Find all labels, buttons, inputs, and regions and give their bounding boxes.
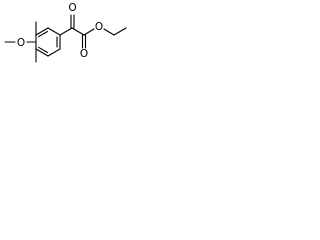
ring-double-bond bbox=[37, 30, 49, 38]
methoxy-oxygen-label: O bbox=[17, 37, 25, 49]
keto-to-ester-bond bbox=[71, 27, 85, 36]
ethyl-bond-2 bbox=[113, 27, 127, 36]
benzene-ring bbox=[35, 27, 61, 57]
ester-oxygen-bond bbox=[83, 28, 95, 36]
ethyl-bond-1 bbox=[103, 28, 115, 36]
carbonyl-oxygen-label: O bbox=[68, 2, 76, 14]
ring-double-bond bbox=[37, 46, 49, 54]
ring-to-keto-bond bbox=[59, 27, 73, 36]
ring-bond bbox=[47, 27, 61, 36]
ring-bond bbox=[35, 27, 49, 36]
ester-oxygen-label: O bbox=[95, 21, 103, 33]
ring-bond bbox=[47, 48, 61, 57]
structure-canvas: O O O O bbox=[0, 0, 156, 87]
chemical-structure: O O O O bbox=[4, 2, 127, 63]
ring-bond bbox=[35, 48, 49, 57]
ester-carbonyl-oxygen-label: O bbox=[80, 48, 88, 60]
